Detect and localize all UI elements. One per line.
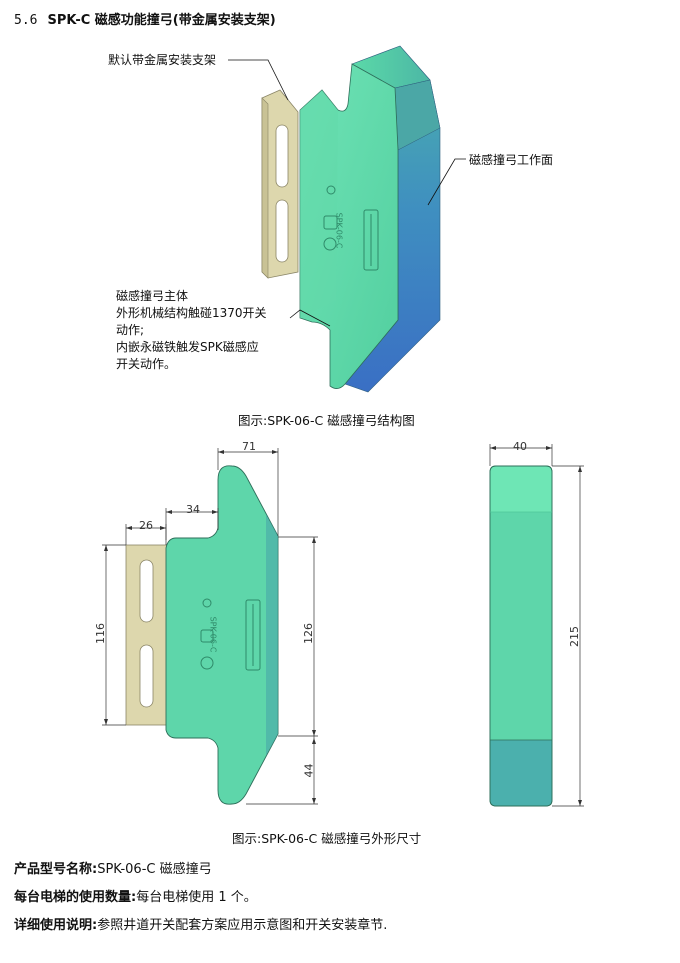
callout-body-line-2: 外形机械结构触碰1370开关 <box>116 306 267 320</box>
info-model: 产品型号名称:SPK-06-C 磁感撞弓 <box>14 858 212 877</box>
figure-2-side-view <box>489 465 553 807</box>
dim-length: 215 <box>568 626 581 647</box>
callout-body-line-4: 内嵌永磁铁触发SPK磁感应 <box>116 340 259 354</box>
section-number: 5.6 <box>14 13 38 28</box>
figure-2-model-engraving: SPK-06-C <box>208 616 218 653</box>
info-usage-label: 每台电梯的使用数量: <box>14 890 137 905</box>
dim-width-total: 71 <box>242 440 256 453</box>
section-title: SPK-C 磁感功能撞弓(带金属安装支架) <box>47 13 276 28</box>
figure-2-bracket <box>125 544 171 726</box>
info-detail-value: 参照井道开关配套方案应用示意图和开关安装章节. <box>97 918 388 933</box>
info-detail: 详细使用说明:参照井道开关配套方案应用示意图和开关安装章节. <box>14 914 387 933</box>
callout-work-face: 磁感撞弓工作面 <box>469 153 554 167</box>
figure-2-main-body <box>165 465 279 805</box>
figure-1-caption: 图示:SPK-06-C 磁感撞弓结构图 <box>238 413 415 428</box>
info-detail-label: 详细使用说明: <box>14 918 98 933</box>
callout-body-line-5: 开关动作。 <box>116 357 177 371</box>
info-model-label: 产品型号名称: <box>14 862 98 877</box>
figure-2-caption: 图示:SPK-06-C 磁感撞弓外形尺寸 <box>232 831 422 846</box>
info-model-value: SPK-06-C 磁感撞弓 <box>97 862 212 877</box>
info-usage-value: 每台电梯使用 1 个。 <box>136 890 257 905</box>
dim-depth: 40 <box>513 440 527 453</box>
dim-height-tab: 44 <box>302 763 316 778</box>
dim-height-bracket: 116 <box>94 623 107 644</box>
figure-1-logo-engraving <box>323 185 379 271</box>
section-heading: 5.6 SPK-C 磁感功能撞弓(带金属安装支架) <box>14 9 276 28</box>
dim-width-bracket: 26 <box>139 519 153 532</box>
dim-height-body: 126 <box>302 623 315 644</box>
dim-width-body: 34 <box>186 503 200 516</box>
callout-body-line-1: 磁感撞弓主体 <box>116 289 189 303</box>
figure-2-logo-engraving <box>200 598 261 671</box>
callout-body-line-3: 动作; <box>116 323 145 337</box>
callout-bracket: 默认带金属安装支架 <box>108 53 217 67</box>
callout-body: 磁感撞弓主体 外形机械结构触碰1370开关 动作; 内嵌永磁铁触发SPK磁感应 … <box>116 288 267 373</box>
figure-1-bracket <box>261 89 299 279</box>
info-usage: 每台电梯的使用数量:每台电梯使用 1 个。 <box>14 886 257 905</box>
